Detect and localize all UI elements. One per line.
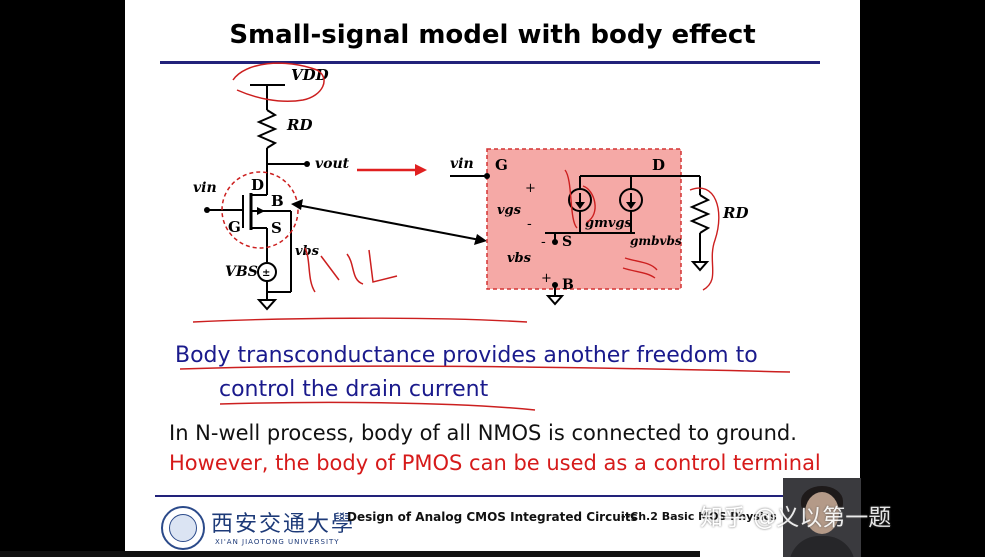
bottom-strip — [0, 551, 700, 557]
annotation-vdd-circle — [232, 62, 325, 103]
rd-label: RD — [286, 116, 312, 134]
annotation-handwriting — [304, 247, 398, 293]
black-line: In N-well process, body of all NMOS is c… — [169, 421, 797, 445]
vgs-label: vgs — [497, 203, 522, 218]
watermark: 知乎 @义以第一题 — [700, 505, 892, 531]
footer-rule — [155, 495, 845, 497]
model-vin-label: vin — [450, 156, 474, 172]
transistor-highlight — [221, 171, 299, 249]
slide-footer: 西安交通大學 XI'AN JIAOTONG UNIVERSITY Design … — [125, 498, 860, 557]
ground-symbol — [256, 299, 278, 311]
vbs-source-label: VBS — [225, 264, 258, 280]
university-name-cn: 西安交通大學 — [211, 512, 356, 537]
annotation-model-marks — [564, 169, 596, 229]
small-signal-model-box — [486, 148, 682, 290]
university-logo-icon — [161, 506, 205, 550]
vgs-plus: + — [525, 181, 536, 196]
circuit-diagram: VDD RD vout D B S vin G vbs ± VBS — [192, 62, 748, 323]
slide: Small-signal model with body effect VDD … — [125, 0, 860, 557]
right-black-bar — [860, 0, 985, 557]
vbs-label: vbs — [295, 244, 320, 259]
vbs-minus: - — [541, 234, 546, 250]
rd-resistor — [256, 109, 278, 149]
svg-text:±: ± — [262, 268, 270, 279]
gm-vgs-label: gmvgs — [585, 216, 632, 231]
underline-annotations — [179, 365, 791, 411]
vbs-plus: + — [541, 271, 552, 286]
vin-label: vin — [193, 180, 217, 196]
title-rule — [160, 61, 820, 64]
gate-label: G — [228, 218, 241, 236]
course-title: Design of Analog CMOS Integrated Circuit… — [347, 510, 638, 524]
model-rd-resistor — [689, 194, 711, 234]
slide-title: Small-signal model with body effect — [229, 20, 756, 50]
model-vbs-label: vbs — [507, 251, 532, 266]
model-gate-label: G — [495, 156, 508, 174]
source-label: S — [271, 219, 282, 237]
body-text: In N-well process, body of all NMOS is c… — [169, 418, 821, 478]
blue-line-2: control the drain current — [219, 377, 489, 402]
vdd-label: VDD — [291, 66, 329, 84]
drain-label: D — [251, 176, 264, 194]
gmb-vbs-label: gmbvbs — [630, 234, 682, 248]
correspondence-arrow — [296, 204, 481, 241]
body-label: B — [271, 192, 284, 210]
vout-label: vout — [315, 156, 350, 172]
model-source-label: S — [562, 234, 572, 250]
model-body-label: B — [562, 277, 574, 293]
webcam-overlay — [783, 478, 861, 557]
model-drain-label: D — [652, 156, 665, 174]
body-text-blue: Body transconductance provides another f… — [175, 339, 758, 407]
vgs-minus: - — [527, 216, 532, 232]
model-rd-label: RD — [722, 204, 748, 222]
university-name-en: XI'AN JIAOTONG UNIVERSITY — [215, 538, 340, 546]
blue-line-1: Body transconductance provides another f… — [175, 343, 758, 368]
chapter-title: --Ch.2 Basic MOS Physics — [621, 510, 777, 523]
red-line: However, the body of PMOS can be used as… — [169, 451, 821, 475]
